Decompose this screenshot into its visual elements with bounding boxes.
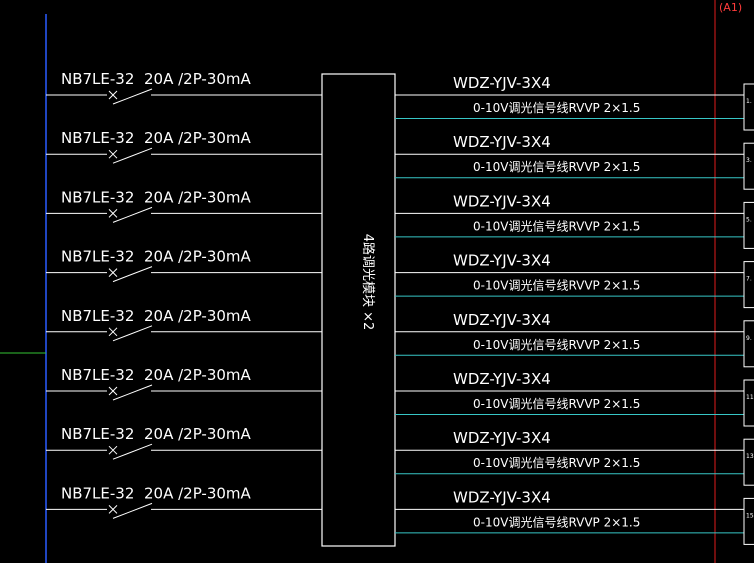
terminal-label: 9. — [746, 335, 752, 342]
terminal-box — [743, 142, 754, 190]
breaker-switch-blade — [112, 266, 153, 283]
cable-spec-label: WDZ-YJV-3X4 — [453, 74, 551, 92]
breaker-switch-blade — [112, 502, 153, 519]
breaker-rating-label: 20A /2P-30mA — [144, 248, 252, 266]
cable-spec-label: WDZ-YJV-3X4 — [453, 311, 551, 329]
terminal-box — [743, 83, 754, 131]
terminal-box — [743, 438, 754, 486]
signal-cable-label: 0-10V调光信号线RVVP 2×1.5 — [473, 397, 640, 411]
terminal-label: 3. — [746, 157, 752, 164]
breaker-model-label: NB7LE-32 — [61, 425, 134, 443]
signal-cable-label: 0-10V调光信号线RVVP 2×1.5 — [473, 515, 640, 529]
terminal-label: 7. — [746, 276, 752, 283]
cable-spec-label: WDZ-YJV-3X4 — [453, 488, 551, 506]
terminal-label: 15. — [746, 512, 754, 519]
breaker-rating-label: 20A /2P-30mA — [144, 307, 252, 325]
breaker-cross-mark — [108, 505, 118, 514]
breaker-switch-blade — [112, 206, 153, 223]
cable-spec-label: WDZ-YJV-3X4 — [453, 192, 551, 210]
cable-spec-label: WDZ-YJV-3X4 — [453, 429, 551, 447]
breaker-model-label: NB7LE-32 — [61, 70, 134, 88]
terminal-label: 13. — [746, 453, 754, 460]
breaker-rating-label: 20A /2P-30mA — [144, 129, 252, 147]
terminal-box — [743, 497, 754, 545]
terminal-box — [743, 379, 754, 427]
signal-cable-label: 0-10V调光信号线RVVP 2×1.5 — [473, 160, 640, 174]
breaker-rating-label: 20A /2P-30mA — [144, 366, 252, 384]
breaker-model-label: NB7LE-32 — [61, 484, 134, 502]
cable-spec-label: WDZ-YJV-3X4 — [453, 133, 551, 151]
breaker-model-label: NB7LE-32 — [61, 248, 134, 266]
terminal-box — [743, 320, 754, 368]
breaker-cross-mark — [108, 327, 118, 337]
breaker-model-label: NB7LE-32 — [61, 366, 134, 384]
breaker-switch-blade — [112, 384, 153, 401]
dimming-module-box — [321, 73, 396, 547]
terminal-label: 1. — [746, 98, 752, 105]
terminal-box — [743, 261, 754, 309]
breaker-model-label: NB7LE-32 — [61, 307, 134, 325]
breaker-cross-mark — [108, 90, 118, 100]
terminal-label: 11. — [746, 394, 754, 401]
signal-cable-label: 0-10V调光信号线RVVP 2×1.5 — [473, 101, 640, 115]
breaker-switch-blade — [112, 147, 153, 164]
breaker-rating-label: 20A /2P-30mA — [144, 484, 252, 502]
signal-cable-label: 0-10V调光信号线RVVP 2×1.5 — [473, 338, 640, 352]
breaker-switch-blade — [112, 325, 153, 342]
breaker-rating-label: 20A /2P-30mA — [144, 425, 252, 443]
cable-spec-label: WDZ-YJV-3X4 — [453, 370, 551, 388]
breaker-cross-mark — [108, 149, 118, 159]
signal-cable-label: 0-10V调光信号线RVVP 2×1.5 — [473, 456, 640, 470]
breaker-rating-label: 20A /2P-30mA — [144, 70, 252, 88]
breaker-rating-label: 20A /2P-30mA — [144, 188, 252, 206]
breaker-cross-mark — [108, 386, 118, 396]
frame-label: (A1) — [719, 1, 742, 14]
terminal-label: 5. — [746, 216, 752, 223]
terminal-box — [743, 201, 754, 249]
signal-cable-label: 0-10V调光信号线RVVP 2×1.5 — [473, 219, 640, 233]
dimming-module-label: 4路调光模块 ×2 — [360, 234, 376, 331]
breaker-cross-mark — [108, 209, 118, 218]
signal-cable-label: 0-10V调光信号线RVVP 2×1.5 — [473, 279, 640, 293]
breaker-cross-mark — [108, 445, 118, 455]
circuit-group: NB7LE-32 20A /2P-30mA WDZ-YJV-3X4 0-10V调光信号… — [46, 70, 754, 545]
breaker-switch-blade — [112, 443, 153, 460]
cable-spec-label: WDZ-YJV-3X4 — [453, 252, 551, 270]
breaker-model-label: NB7LE-32 — [61, 129, 134, 147]
breaker-switch-blade — [112, 88, 153, 105]
breaker-cross-mark — [108, 268, 118, 277]
breaker-model-label: NB7LE-32 — [61, 188, 134, 206]
